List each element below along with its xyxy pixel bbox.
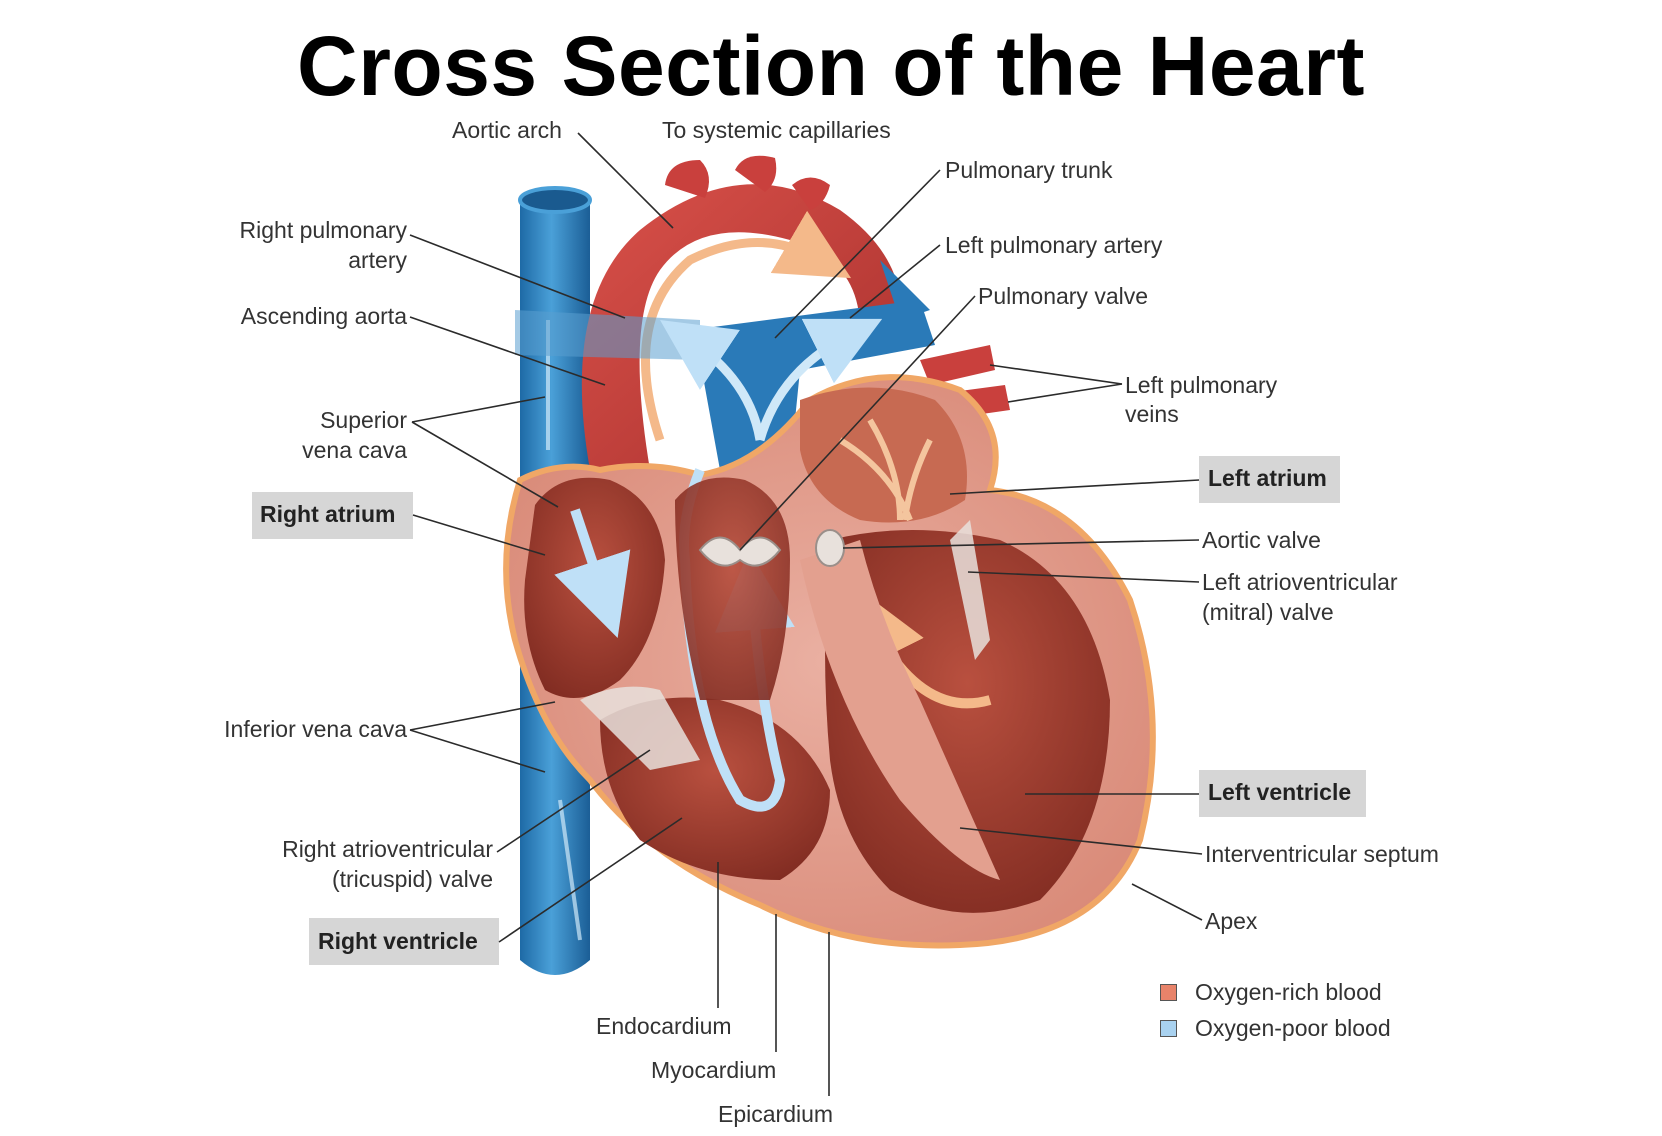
label-superior-vena-cava-line1: Superior: [320, 407, 407, 433]
label-left-atrium: Left atrium: [1208, 465, 1327, 491]
label-endocardium: Endocardium: [596, 1013, 732, 1039]
legend-label-oxygen-poor: Oxygen-poor blood: [1195, 1014, 1391, 1041]
label-apex: Apex: [1205, 908, 1258, 934]
septum-shape: [800, 540, 1000, 880]
label-right-pulmonary-artery-line1: Right pulmonary: [240, 217, 408, 243]
label-left-pulmonary-veins-line2: veins: [1125, 401, 1179, 427]
label-ascending-aorta: Ascending aorta: [241, 303, 407, 329]
label-left-pulmonary-artery: Left pulmonary artery: [945, 232, 1163, 258]
left-atrium-box: [1199, 456, 1340, 503]
legend-item-oxygen-poor: Oxygen-poor blood: [1160, 1010, 1391, 1046]
label-aortic-arch: Aortic arch: [452, 117, 562, 143]
label-to-systemic-capillaries: To systemic capillaries: [662, 117, 891, 143]
label-right-pulmonary-artery-line2: artery: [348, 247, 407, 273]
right-atrium-box: [252, 492, 413, 539]
right-ventricle-box: [309, 918, 499, 965]
label-left-pulmonary-veins-line1: Left pulmonary: [1125, 372, 1278, 398]
label-right-atrium: Right atrium: [260, 501, 395, 527]
label-myocardium: Myocardium: [651, 1057, 776, 1083]
page-title: Cross Section of the Heart: [297, 19, 1365, 113]
valves: [580, 520, 990, 770]
label-pulmonary-trunk: Pulmonary trunk: [945, 157, 1113, 183]
oxygen-rich-swatch: [1160, 983, 1177, 1001]
label-inferior-vena-cava: Inferior vena cava: [224, 716, 407, 742]
label-pulmonary-valve: Pulmonary valve: [978, 283, 1148, 309]
legend-item-oxygen-rich: Oxygen-rich blood: [1160, 974, 1391, 1010]
label-aortic-valve: Aortic valve: [1202, 527, 1321, 553]
label-superior-vena-cava-line2: vena cava: [302, 437, 407, 463]
label-right-ventricle: Right ventricle: [318, 928, 478, 954]
pulmonary-outflow: [675, 477, 790, 700]
aortic-arch-shape: [581, 155, 902, 470]
label-left-av-valve-line1: Left atrioventricular: [1202, 569, 1398, 595]
label-left-av-valve-line2: (mitral) valve: [1202, 599, 1334, 625]
left-ventricle-box: [1199, 770, 1366, 817]
label-interventricular-septum: Interventricular septum: [1205, 841, 1439, 867]
heart-illustration: [503, 155, 1156, 975]
labels: Aortic arch To systemic capillaries Pulm…: [224, 117, 1439, 1127]
label-left-ventricle: Left ventricle: [1208, 779, 1351, 805]
label-right-av-valve-line1: Right atrioventricular: [282, 836, 493, 862]
label-epicardium: Epicardium: [718, 1101, 833, 1127]
left-atrium-chamber: [800, 387, 967, 523]
legend-label-oxygen-rich: Oxygen-rich blood: [1195, 978, 1382, 1005]
oxygen-poor-swatch: [1160, 1019, 1177, 1037]
legend: Oxygen-rich blood Oxygen-poor blood: [1160, 974, 1391, 1046]
pulmonary-trunk-shape: [515, 260, 935, 470]
label-right-av-valve-line2: (tricuspid) valve: [332, 866, 493, 892]
